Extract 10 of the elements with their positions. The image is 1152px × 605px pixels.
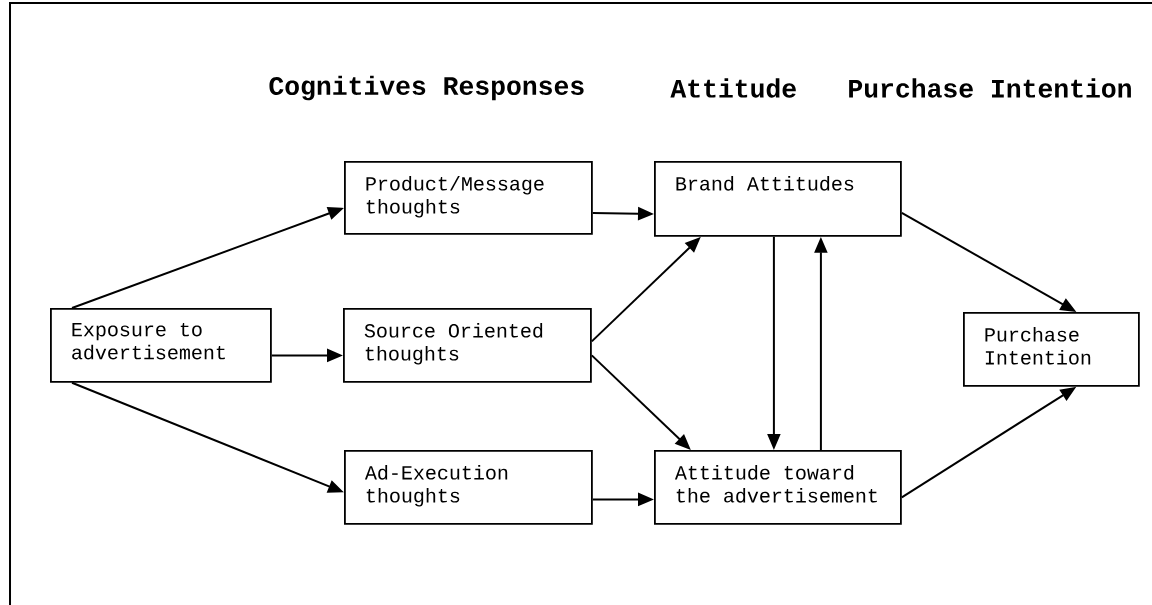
process-box: Ad-Execution thoughts — [344, 450, 593, 525]
column-heading: Cognitives Responses — [269, 75, 584, 101]
process-box: Product/Message thoughts — [344, 161, 593, 235]
column-heading: Attitude — [670, 78, 796, 98]
process-box: Source Oriented thoughts — [343, 308, 592, 383]
process-box: Purchase Intention — [963, 312, 1140, 387]
process-box: Attitude toward the advertisement — [654, 450, 902, 525]
process-box: Brand Attitudes — [654, 161, 902, 237]
process-box: Exposure to advertisement — [50, 308, 272, 383]
column-heading: Purchase Intention — [849, 78, 1131, 98]
